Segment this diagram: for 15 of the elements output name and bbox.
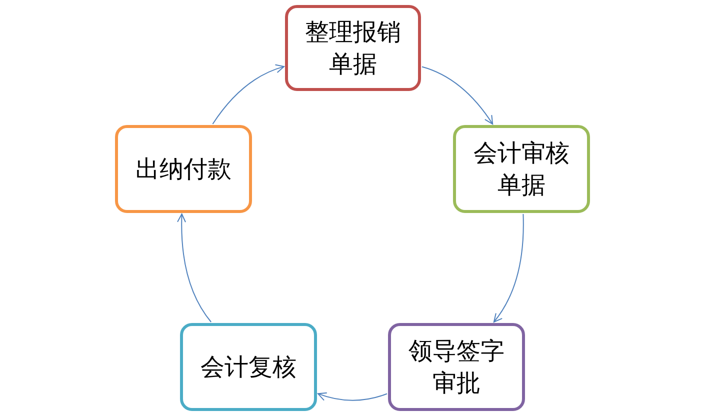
curved-arrow xyxy=(422,66,494,124)
step-label: 领导签字审批 xyxy=(408,336,506,399)
curved-arrow xyxy=(212,64,284,124)
step-box xyxy=(285,5,421,91)
step-label: 会计复核 xyxy=(200,352,298,383)
step-box xyxy=(115,125,252,213)
step-box xyxy=(180,323,317,411)
curved-arrow xyxy=(493,214,524,322)
step-label: 会计审核单据 xyxy=(472,138,570,201)
step-box xyxy=(453,125,590,213)
step-label: 整理报销单据 xyxy=(304,17,402,80)
curved-arrow xyxy=(318,392,388,401)
curved-arrow xyxy=(177,214,212,322)
step-label: 出纳付款 xyxy=(134,154,232,185)
step-box xyxy=(388,323,525,411)
